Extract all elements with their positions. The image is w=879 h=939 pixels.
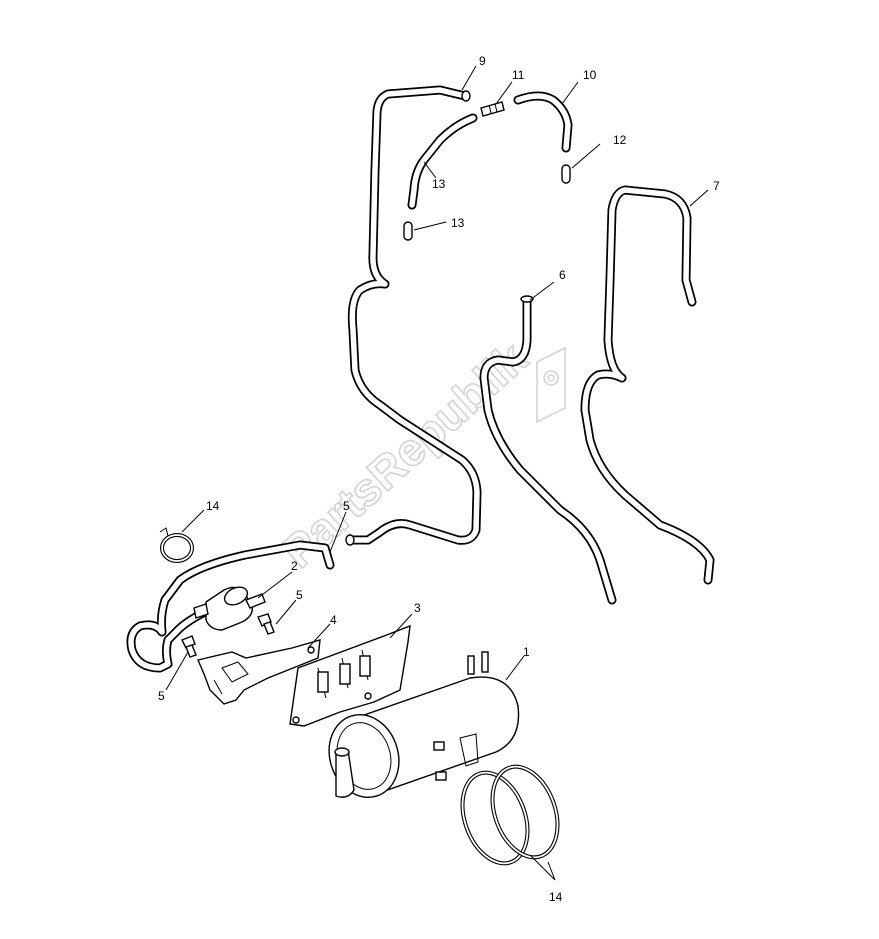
hose-7: [479, 295, 617, 605]
callout-14-large: 14: [549, 890, 563, 904]
bolt-5-upper: [257, 613, 275, 635]
bracket-4: [197, 639, 321, 705]
callout-1: 1: [523, 645, 530, 659]
charcoal-canister-1: [328, 651, 520, 799]
bolt-5-lower: [181, 635, 197, 658]
watermark-text: PartsRepublik: [272, 332, 537, 578]
callout-5-upper: 5: [296, 588, 303, 602]
callout-14-small: 14: [206, 499, 220, 513]
hose-clip-14: [159, 527, 194, 563]
callout-5-lower: 5: [158, 689, 165, 703]
callout-13-left: 13: [451, 216, 465, 230]
callout-4: 4: [330, 613, 337, 627]
callout-10: 13: [432, 177, 446, 191]
hose-9: [345, 85, 482, 546]
o-ring-13-left: [403, 221, 413, 241]
callout-2: 2: [291, 559, 298, 573]
watermark: PartsRepublik: [271, 331, 566, 578]
connector-12: [480, 101, 505, 117]
callout-6: 5: [343, 499, 350, 513]
callout-12: 11: [512, 68, 525, 82]
gear-icon: [536, 346, 566, 424]
callout-13-right: 12: [613, 133, 627, 147]
callout-7: 6: [559, 268, 566, 282]
purge-valve-2: [193, 586, 266, 631]
callout-8: 7: [713, 179, 720, 193]
hose-6: [126, 540, 335, 673]
leader-lines: [165, 65, 709, 881]
callout-11: 10: [583, 68, 597, 82]
o-ring-13-right: [561, 164, 571, 184]
callout-9: 9: [479, 54, 486, 68]
heat-shield-3: [289, 624, 411, 727]
canister-clip-14: [460, 764, 560, 866]
callouts: 9 11 10 12 13 13 7 6 14 5 2 5 4 3 5 1 14: [158, 54, 720, 904]
hose-10: [407, 113, 478, 210]
hose-8: [580, 185, 715, 585]
hose-11: [513, 91, 573, 153]
callout-3: 3: [414, 601, 421, 615]
